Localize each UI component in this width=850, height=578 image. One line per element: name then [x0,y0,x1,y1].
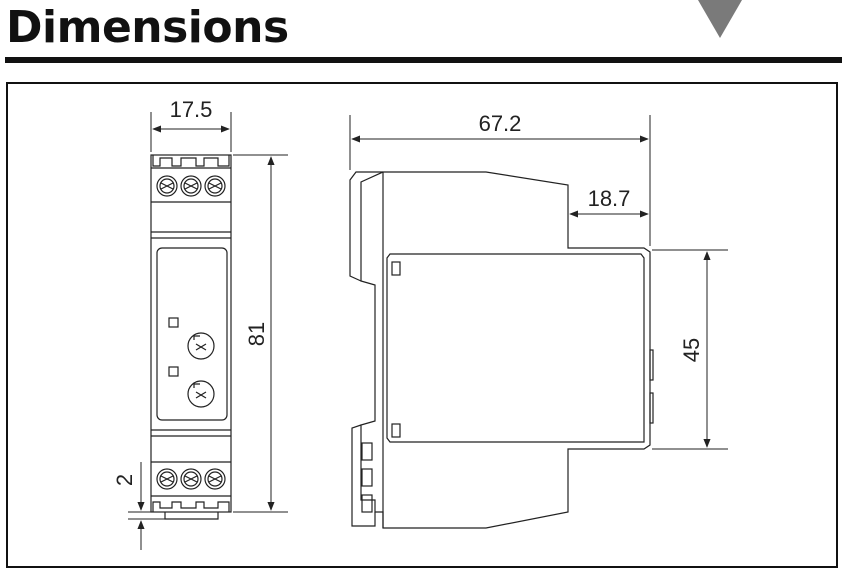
side-tab-1 [649,349,654,381]
top-terminal-block [151,155,231,239]
top-screw-2 [180,175,202,197]
led-indicator-1 [168,317,179,328]
drawing-frame [6,82,838,568]
triangle-down-icon [698,0,742,38]
din-clip-bottom [351,424,376,527]
terminal-slot-1 [361,442,373,461]
title-rule [5,57,842,63]
side-tab-2 [649,392,654,424]
front-panel [156,247,228,421]
page-title: Dimensions [6,2,289,53]
terminal-slot-2 [361,468,373,487]
led-indicator-2 [168,366,179,377]
height-label: 81 [244,322,269,346]
width-label: 17.5 [170,97,213,122]
potentiometer-2 [187,380,215,408]
bottom-terminal-block [151,429,231,520]
side-outline [360,171,651,529]
front-dimensions [128,112,288,550]
top-screw-1 [156,175,178,197]
side-dimensions [349,115,728,450]
side-view [349,171,654,529]
bottom-screw-3 [204,468,226,490]
front-height-label: 45 [679,338,704,362]
potentiometer-1 [187,332,215,360]
front-cover [386,253,645,443]
step-label: 18.7 [588,186,631,211]
bottom-screw-2 [180,468,202,490]
din-clip-top [349,171,383,282]
top-screw-3 [204,175,226,197]
cover-latch-bottom [391,423,401,438]
cover-latch-top [391,261,401,276]
depth-label: 67.2 [479,111,522,136]
front-view [150,154,232,520]
terminal-slot-3 [361,494,373,513]
bottom-screw-1 [156,468,178,490]
offset-label: 2 [112,474,137,486]
